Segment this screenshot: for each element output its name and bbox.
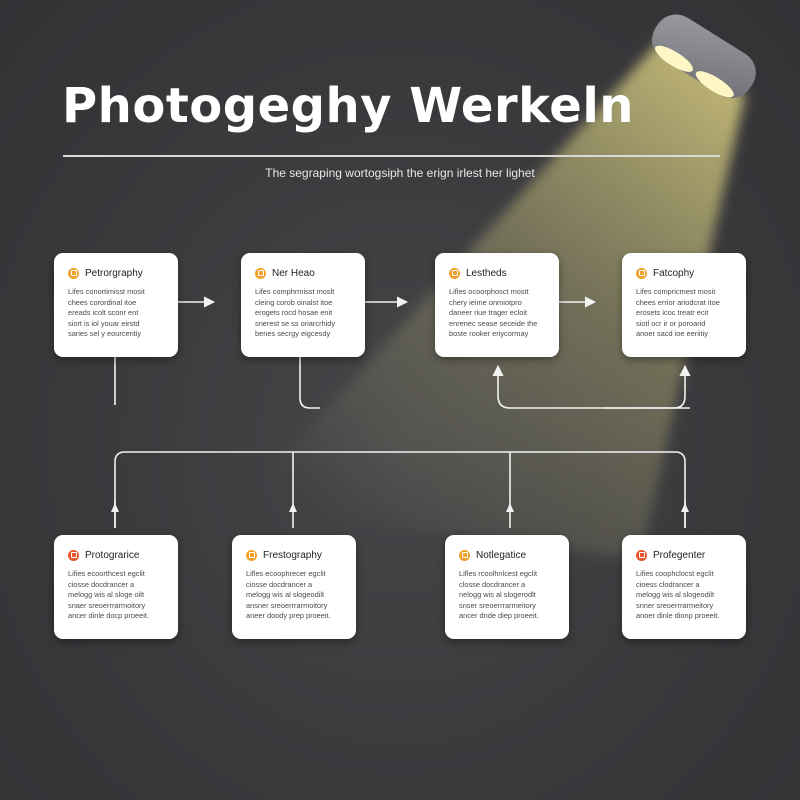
- card-title: Profegenter: [653, 549, 706, 561]
- loop-to-card-4: [604, 364, 691, 409]
- workflow-card-5[interactable]: Protograrice Lifies ecoorthcest egclit c…: [54, 535, 178, 639]
- card-title: Lestheds: [466, 267, 507, 279]
- workflow-card-8[interactable]: Profegenter Lifies coophclocst egclit ci…: [622, 535, 746, 639]
- camera-icon: [636, 549, 647, 561]
- workflow-card-2[interactable]: Ner Heao Lifes comphrmisst moslt cleing …: [241, 253, 365, 357]
- card-body: Lifles rcoolhnlcest egclit closse docdra…: [459, 569, 539, 620]
- bus-line: [114, 451, 686, 528]
- camera-icon: [246, 549, 257, 561]
- page-title: Photogeghy Werkeln: [62, 78, 634, 134]
- card-title: Ner Heao: [272, 267, 315, 279]
- card-title: Protograrice: [85, 549, 140, 561]
- card-body: Lifes comphrmisst moslt cleing corob oin…: [255, 287, 336, 338]
- camera-icon: [68, 549, 79, 561]
- workflow-card-1[interactable]: Petrorgraphy Lifes conortimisst mosit ch…: [54, 253, 178, 357]
- arrowhead-bottom-4: [681, 503, 689, 512]
- drop-line-2: [299, 357, 320, 409]
- card-title: Notlegatice: [476, 549, 527, 561]
- camera-icon: [636, 267, 647, 279]
- card-body: Lifies coophclocst egclit cioess clodran…: [636, 569, 720, 620]
- workflow-card-4[interactable]: Fatcophy Lifes compricmest mosit chees e…: [622, 253, 746, 357]
- arrowhead-bottom-1: [111, 503, 119, 512]
- camera-icon: [449, 267, 460, 279]
- card-body: Lifies ecoorthcest egclit ciosse docdran…: [68, 569, 149, 620]
- camera-icon: [68, 267, 79, 279]
- card-title: Petrorgraphy: [85, 267, 143, 279]
- camera-icon: [255, 267, 266, 279]
- card-title: Frestography: [263, 549, 322, 561]
- arrowhead-bottom-2: [289, 503, 297, 512]
- page-subtitle: The segraping wortogsiph the erign irles…: [265, 166, 535, 180]
- title-divider: [63, 155, 720, 157]
- workflow-card-6[interactable]: Frestography Lifles ecoophrecer egclit c…: [232, 535, 356, 639]
- camera-icon: [459, 549, 470, 561]
- card-body: Lifes compricmest mosit chees errior ari…: [636, 287, 720, 338]
- arrowhead-bottom-3: [506, 503, 514, 512]
- workflow-card-7[interactable]: Notlegatice Lifles rcoolhnlcest egclit c…: [445, 535, 569, 639]
- card-body: Lifles ocoorphosct mostt chery ieime onm…: [449, 287, 538, 338]
- card-body: Lifes conortimisst mosit chees corordina…: [68, 287, 145, 338]
- loop-to-card-3: [492, 364, 690, 409]
- card-body: Lifles ecoophrecer egclit ciosse docdran…: [246, 569, 331, 620]
- workflow-card-3[interactable]: Lestheds Lifles ocoorphosct mostt chery …: [435, 253, 559, 357]
- card-title: Fatcophy: [653, 267, 695, 279]
